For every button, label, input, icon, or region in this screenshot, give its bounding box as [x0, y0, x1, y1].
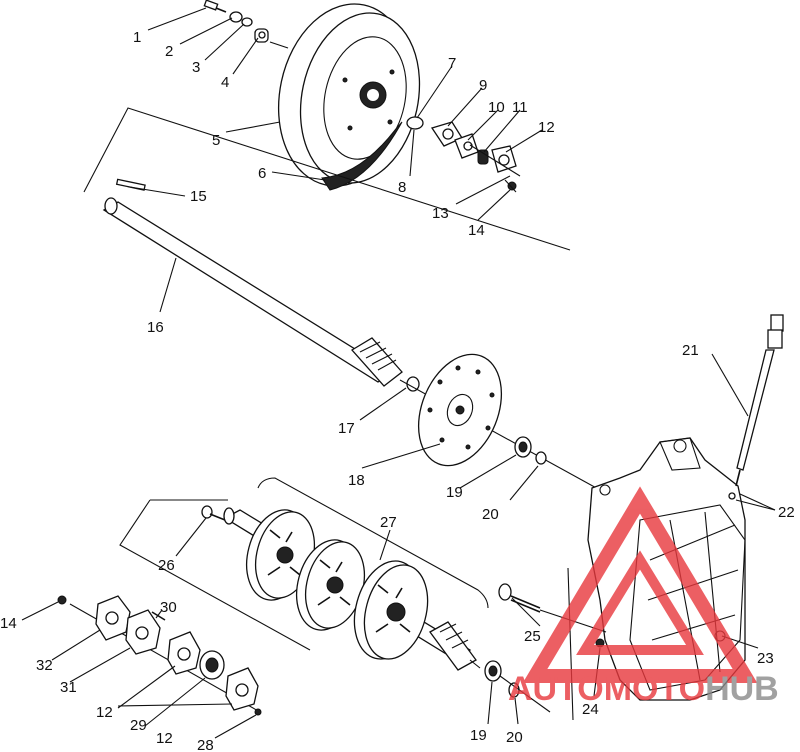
part-gasket-31 [125, 609, 161, 655]
label-28: 28 [197, 737, 214, 752]
top-sprocket-assembly [203, 0, 521, 193]
label-10: 10 [488, 99, 505, 116]
part-disc-18 [417, 353, 503, 467]
part-spacer-4 [254, 28, 269, 43]
label-11: 11 [512, 99, 528, 116]
label-16: 16 [147, 319, 164, 336]
callout-labels: 1 2 3 4 5 6 7 8 9 10 11 12 13 14 15 16 1… [0, 29, 795, 752]
group-bracket-27 [257, 477, 489, 609]
part-ring-20-upper [535, 451, 547, 465]
label-5: 5 [212, 132, 220, 149]
watermark-triangle [522, 486, 758, 683]
label-3: 3 [192, 59, 200, 76]
part-washer-2 [229, 11, 243, 23]
part-bolt-28 [254, 708, 262, 716]
label-22: 22 [778, 504, 795, 521]
part-wheel-5 [277, 3, 421, 187]
watermark-text-part1: AUTOMOTO [508, 670, 705, 708]
part-bearing-29 [199, 650, 225, 680]
label-20-upper: 20 [482, 506, 499, 523]
label-18: 18 [348, 472, 365, 489]
label-12-top: 12 [538, 119, 555, 136]
group-bracket-left [119, 499, 311, 651]
group-bracket-top [83, 107, 571, 251]
label-14-left: 14 [0, 615, 17, 632]
part-washer-3 [241, 17, 253, 27]
watermark-triangle-inner [576, 550, 704, 655]
part-chain-6 [321, 121, 403, 191]
part-housing-23 [587, 437, 746, 701]
label-21: 21 [682, 342, 699, 359]
label-13: 13 [432, 205, 449, 222]
part-bearing-19-upper [514, 436, 532, 458]
part-bolt-30 [151, 611, 166, 621]
label-31: 31 [60, 679, 77, 696]
part-plate-32 [95, 595, 131, 641]
label-14-top: 14 [468, 222, 485, 239]
label-4: 4 [221, 74, 229, 91]
label-25: 25 [524, 628, 541, 645]
label-24: 24 [582, 701, 599, 718]
label-7: 7 [448, 55, 456, 72]
part-bearing-19-lower [484, 660, 502, 682]
label-19-upper: 19 [446, 484, 463, 501]
label-6: 6 [258, 165, 266, 182]
part-bolt-26 [201, 505, 226, 521]
part-washer-7 [406, 116, 424, 130]
leader-lines [21, 7, 776, 739]
label-8: 8 [398, 179, 406, 196]
part-collar-11 [477, 149, 489, 165]
part-shaft-16 [102, 197, 403, 387]
part-bolt-1 [203, 0, 227, 13]
part-flange-12-top [491, 145, 517, 173]
watermark-text-part2: HUB [705, 670, 779, 708]
part-dipstick-21 [735, 314, 784, 487]
label-12-right: 12 [156, 730, 173, 747]
label-17: 17 [338, 420, 355, 437]
label-15: 15 [190, 188, 207, 205]
label-1: 1 [133, 29, 141, 46]
label-30: 30 [160, 599, 177, 616]
label-20-lower: 20 [506, 729, 523, 746]
label-29: 29 [130, 717, 147, 734]
label-26: 26 [158, 557, 175, 574]
part-flange-12-right [225, 667, 259, 711]
label-12-left: 12 [96, 704, 113, 721]
label-32: 32 [36, 657, 53, 674]
part-drive-shaft-27 [223, 507, 477, 671]
label-27: 27 [380, 514, 397, 531]
watermark: AUTOMOTOHUB [508, 486, 779, 708]
label-2: 2 [165, 43, 173, 60]
label-19-lower: 19 [470, 727, 487, 744]
label-23: 23 [757, 650, 774, 667]
watermark-text: AUTOMOTOHUB [508, 670, 779, 708]
part-flange-12-left [167, 631, 201, 675]
part-nut-14-left [57, 595, 67, 605]
label-9: 9 [479, 77, 487, 94]
part-oring-22 [728, 492, 736, 500]
part-nut-14-top [507, 181, 517, 191]
